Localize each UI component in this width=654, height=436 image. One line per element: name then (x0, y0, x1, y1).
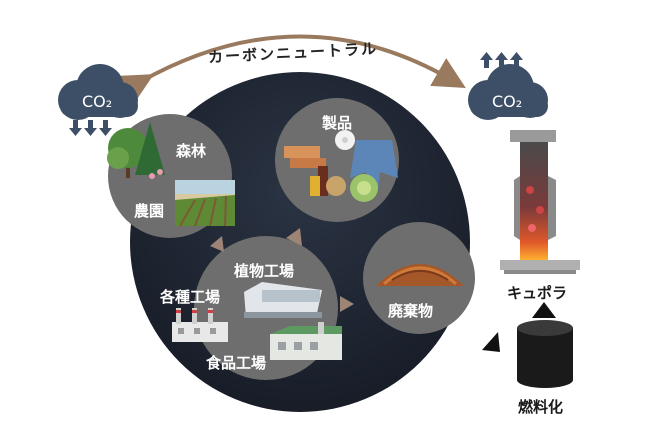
forest-trees-icon (107, 122, 165, 179)
cupola-label: キュポラ (507, 284, 568, 302)
cycle-arrow-cupola-to-waste (482, 332, 500, 352)
fuel-label: 燃料化 (518, 398, 564, 416)
cycle-arrow-waste-to-factory (340, 296, 354, 312)
plant-factory-building-icon (244, 282, 322, 318)
down-arrows-icon (69, 120, 112, 136)
co2-cloud-right (468, 64, 548, 120)
cycle-arrow-factory-to-farm (210, 236, 224, 252)
farm-label: 農園 (134, 202, 165, 220)
products-items-icon (284, 130, 398, 202)
food-factory-label: 食品工場 (206, 354, 267, 372)
various-factories-label: 各種工場 (160, 288, 221, 306)
various-factories-icon (172, 308, 228, 342)
plant-factory-label: 植物工場 (234, 262, 295, 280)
cycle-arrow-fuel-to-cupola (532, 302, 556, 318)
farm-field-icon (175, 180, 235, 227)
waste-pile-icon (376, 264, 464, 286)
waste-label: 廃棄物 (388, 302, 434, 320)
co2-cloud-left (58, 64, 138, 120)
up-arrows-icon (480, 52, 523, 68)
fuel-briquette-icon (517, 320, 573, 388)
cupola-furnace-icon (500, 130, 580, 274)
products-label: 製品 (322, 114, 353, 132)
co2-right-label: CO₂ (492, 92, 523, 111)
forest-label: 森林 (176, 142, 207, 160)
food-factory-building-icon (270, 322, 342, 360)
co2-left-label: CO₂ (82, 92, 113, 111)
cycle-arrow-farm-to-products (286, 228, 302, 246)
carbon-neutral-arc-arrow (118, 34, 466, 104)
